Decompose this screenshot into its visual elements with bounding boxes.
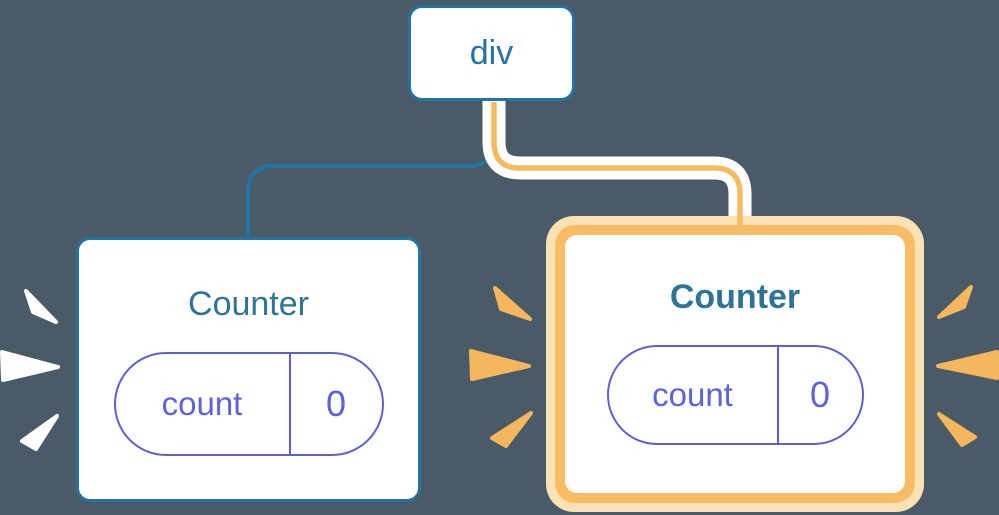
left-state-pill: count 0 — [113, 352, 384, 456]
left-counter-title: Counter — [188, 285, 309, 323]
right-counter-card: Counter count 0 — [565, 235, 905, 493]
right-state-pill: count 0 — [606, 345, 864, 445]
white-burst-icon — [0, 289, 60, 451]
burst-ray — [493, 286, 532, 321]
root-div-node: div — [408, 5, 575, 101]
root-div-label: div — [469, 33, 514, 72]
burst-ray — [936, 350, 999, 380]
right-counter-ring: Counter count 0 — [555, 225, 915, 503]
burst-ray — [24, 289, 58, 324]
right-state-value: 0 — [809, 374, 831, 415]
burst-ray — [937, 412, 977, 447]
left-counter-card: Counter count 0 — [76, 237, 421, 502]
burst-ray — [937, 285, 973, 319]
burst-ray — [20, 414, 59, 451]
orange-burst-icon — [469, 286, 533, 448]
right-counter-title: Counter — [669, 278, 801, 316]
right-state-name: count — [609, 347, 779, 443]
right-counter-halo: Counter count 0 — [546, 216, 924, 512]
left-state-value: 0 — [325, 383, 347, 424]
connector-yellow-casing — [482, 96, 752, 217]
connector-yellow-line — [491, 102, 743, 228]
connector-blue-line — [246, 96, 496, 242]
burst-ray — [0, 350, 60, 382]
left-state-name: count — [116, 354, 291, 454]
burst-ray — [490, 411, 533, 448]
orange-burst-icon — [936, 285, 999, 447]
burst-ray — [469, 349, 531, 381]
